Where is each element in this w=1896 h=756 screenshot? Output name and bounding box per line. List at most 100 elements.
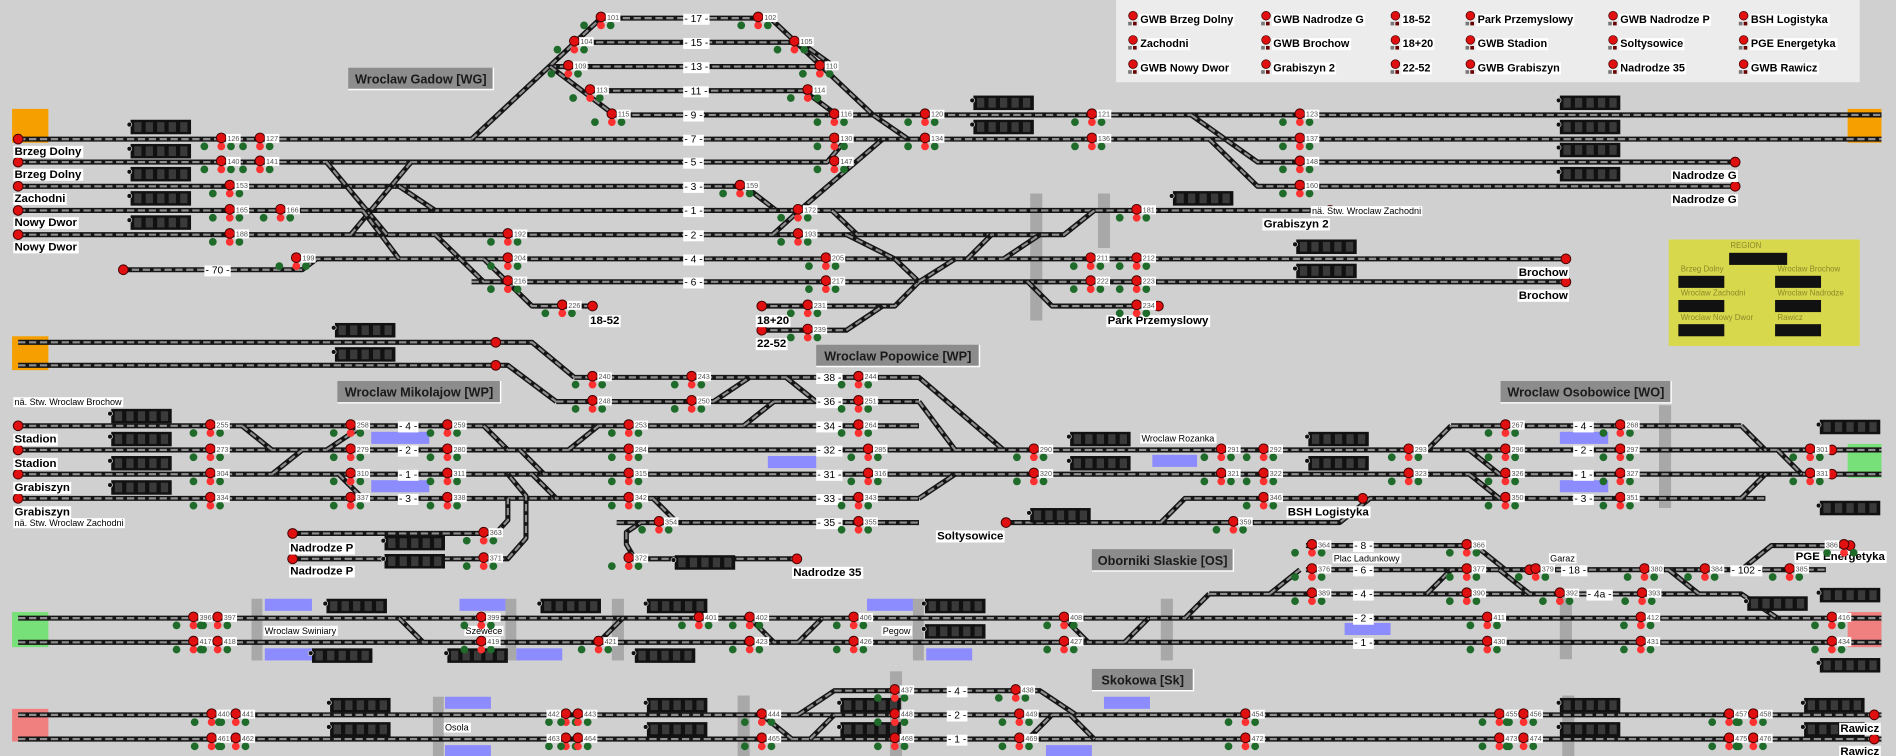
signal[interactable]: 310 (329, 467, 371, 486)
legend-item[interactable]: 18+20 (1390, 35, 1435, 51)
signal[interactable]: 321 (1200, 467, 1241, 486)
signal[interactable]: 472 (1224, 732, 1265, 751)
train-number-display[interactable] (969, 95, 1034, 111)
track-segment[interactable] (770, 208, 801, 237)
station-endpoint-label[interactable]: Nowy Dwor (13, 241, 79, 254)
signal[interactable]: 147 (813, 155, 854, 174)
end-signal[interactable] (1868, 733, 1880, 745)
train-number-display[interactable] (969, 119, 1034, 135)
train-number-display[interactable] (443, 648, 508, 663)
signal[interactable]: 216 (487, 275, 528, 293)
signal[interactable]: 440 (190, 708, 231, 727)
signal[interactable]: 455 (1478, 708, 1519, 727)
signal[interactable]: 331 (1789, 467, 1830, 486)
end-signal[interactable] (287, 528, 298, 539)
signal[interactable]: 416 (1811, 611, 1852, 630)
signal[interactable]: 327 (1599, 467, 1640, 486)
station-endpoint-label[interactable]: Nadrodze P (288, 542, 355, 555)
signal[interactable]: 181 (1115, 203, 1156, 222)
section-title[interactable]: Wroclaw Osobowice [WO] (1500, 381, 1672, 404)
track-segment[interactable] (360, 208, 402, 261)
train-number-display[interactable] (126, 143, 192, 159)
track-segment[interactable] (18, 137, 849, 165)
signal[interactable]: 268 (1599, 419, 1640, 437)
signal[interactable]: 408 (1043, 611, 1084, 630)
signal[interactable]: 342 (607, 491, 649, 510)
track-segment[interactable] (1467, 472, 1501, 501)
train-number-display[interactable] (630, 648, 696, 663)
train-number-display[interactable] (1555, 722, 1621, 737)
signal[interactable]: 223 (1115, 275, 1156, 293)
section-title[interactable]: Oborniki Slaskie [OS] (1091, 549, 1235, 572)
signal[interactable]: 102 (737, 11, 778, 30)
occupied-block-section[interactable] (767, 456, 817, 469)
signal[interactable]: 160 (1279, 179, 1320, 198)
legend-item[interactable]: GWB Rawicz (1738, 59, 1820, 75)
signal[interactable]: 427 (1043, 635, 1084, 654)
signal[interactable]: 346 (1242, 491, 1283, 510)
occupied-block-section[interactable] (1103, 696, 1150, 709)
signal[interactable]: 234 (1115, 299, 1156, 318)
station-endpoint-label[interactable]: Nadrodze G (1671, 194, 1738, 207)
signal[interactable]: 376 (1291, 563, 1332, 581)
train-number-display[interactable] (921, 598, 986, 614)
train-number-display[interactable] (642, 697, 708, 713)
train-number-display[interactable] (330, 347, 396, 362)
signal[interactable]: 417 (172, 635, 213, 654)
signal[interactable]: 166 (259, 203, 300, 222)
signal[interactable]: 126 (200, 132, 241, 151)
signal[interactable]: 359 (1212, 516, 1253, 534)
end-signal[interactable] (791, 553, 803, 565)
section-title[interactable]: Wroclaw Gadow [WG] (348, 67, 495, 91)
track-segment[interactable] (18, 339, 576, 380)
signal[interactable]: 448 (873, 708, 915, 727)
train-number-display[interactable] (1555, 95, 1621, 111)
track-segment[interactable] (712, 375, 752, 404)
track-segment[interactable] (917, 256, 957, 284)
signal[interactable]: 385 (1768, 563, 1809, 581)
end-signal[interactable] (12, 493, 24, 504)
signal[interactable]: 418 (196, 635, 238, 654)
signal[interactable]: 322 (1242, 467, 1283, 486)
section-title[interactable]: Wroclaw Mikolajow [WP] (337, 381, 502, 404)
signal[interactable]: 316 (847, 467, 888, 486)
signal[interactable]: 205 (805, 252, 846, 270)
signal[interactable]: 116 (813, 108, 854, 127)
signal[interactable]: 148 (1279, 155, 1320, 174)
train-number-display[interactable] (126, 166, 192, 182)
end-signal[interactable] (12, 229, 24, 240)
region-counter[interactable] (1678, 324, 1725, 337)
signal[interactable]: 251 (837, 395, 878, 413)
signal[interactable]: 113 (569, 84, 609, 102)
signal[interactable]: 454 (1224, 708, 1265, 727)
occupied-block-section[interactable] (264, 598, 312, 611)
train-number-display[interactable] (1304, 456, 1369, 471)
track-segment[interactable] (1739, 542, 1851, 572)
signal[interactable]: 301 (1789, 443, 1830, 462)
signal[interactable]: 444 (740, 708, 782, 727)
train-number-display[interactable] (1555, 166, 1621, 182)
legend-item[interactable]: Zachodni (1128, 35, 1190, 51)
track-segment[interactable] (1189, 112, 1736, 165)
train-number-display[interactable] (1743, 596, 1808, 611)
signal[interactable]: 212 (1115, 252, 1156, 270)
track-segment[interactable] (1183, 592, 1211, 620)
occupied-block-section[interactable] (1045, 745, 1092, 756)
track-segment[interactable] (481, 423, 510, 452)
signal[interactable]: 397 (196, 611, 238, 630)
train-number-display[interactable] (126, 215, 192, 230)
signal[interactable]: 426 (832, 635, 874, 654)
section-title[interactable]: Skokowa [Sk] (1091, 668, 1195, 692)
track-segment[interactable] (270, 447, 304, 477)
train-number-display[interactable] (1815, 587, 1881, 603)
end-signal[interactable] (12, 420, 24, 432)
signal[interactable]: 412 (1620, 611, 1661, 630)
signal[interactable]: 465 (740, 732, 782, 751)
legend-item[interactable]: GWB Nadrodze P (1608, 11, 1711, 26)
occupied-block-section[interactable] (866, 598, 913, 611)
track-segment[interactable] (1467, 447, 1501, 477)
signal[interactable]: 351 (1599, 491, 1640, 510)
track-segment[interactable] (623, 520, 643, 561)
signal[interactable]: 343 (837, 491, 878, 510)
track-segment[interactable] (433, 232, 486, 284)
